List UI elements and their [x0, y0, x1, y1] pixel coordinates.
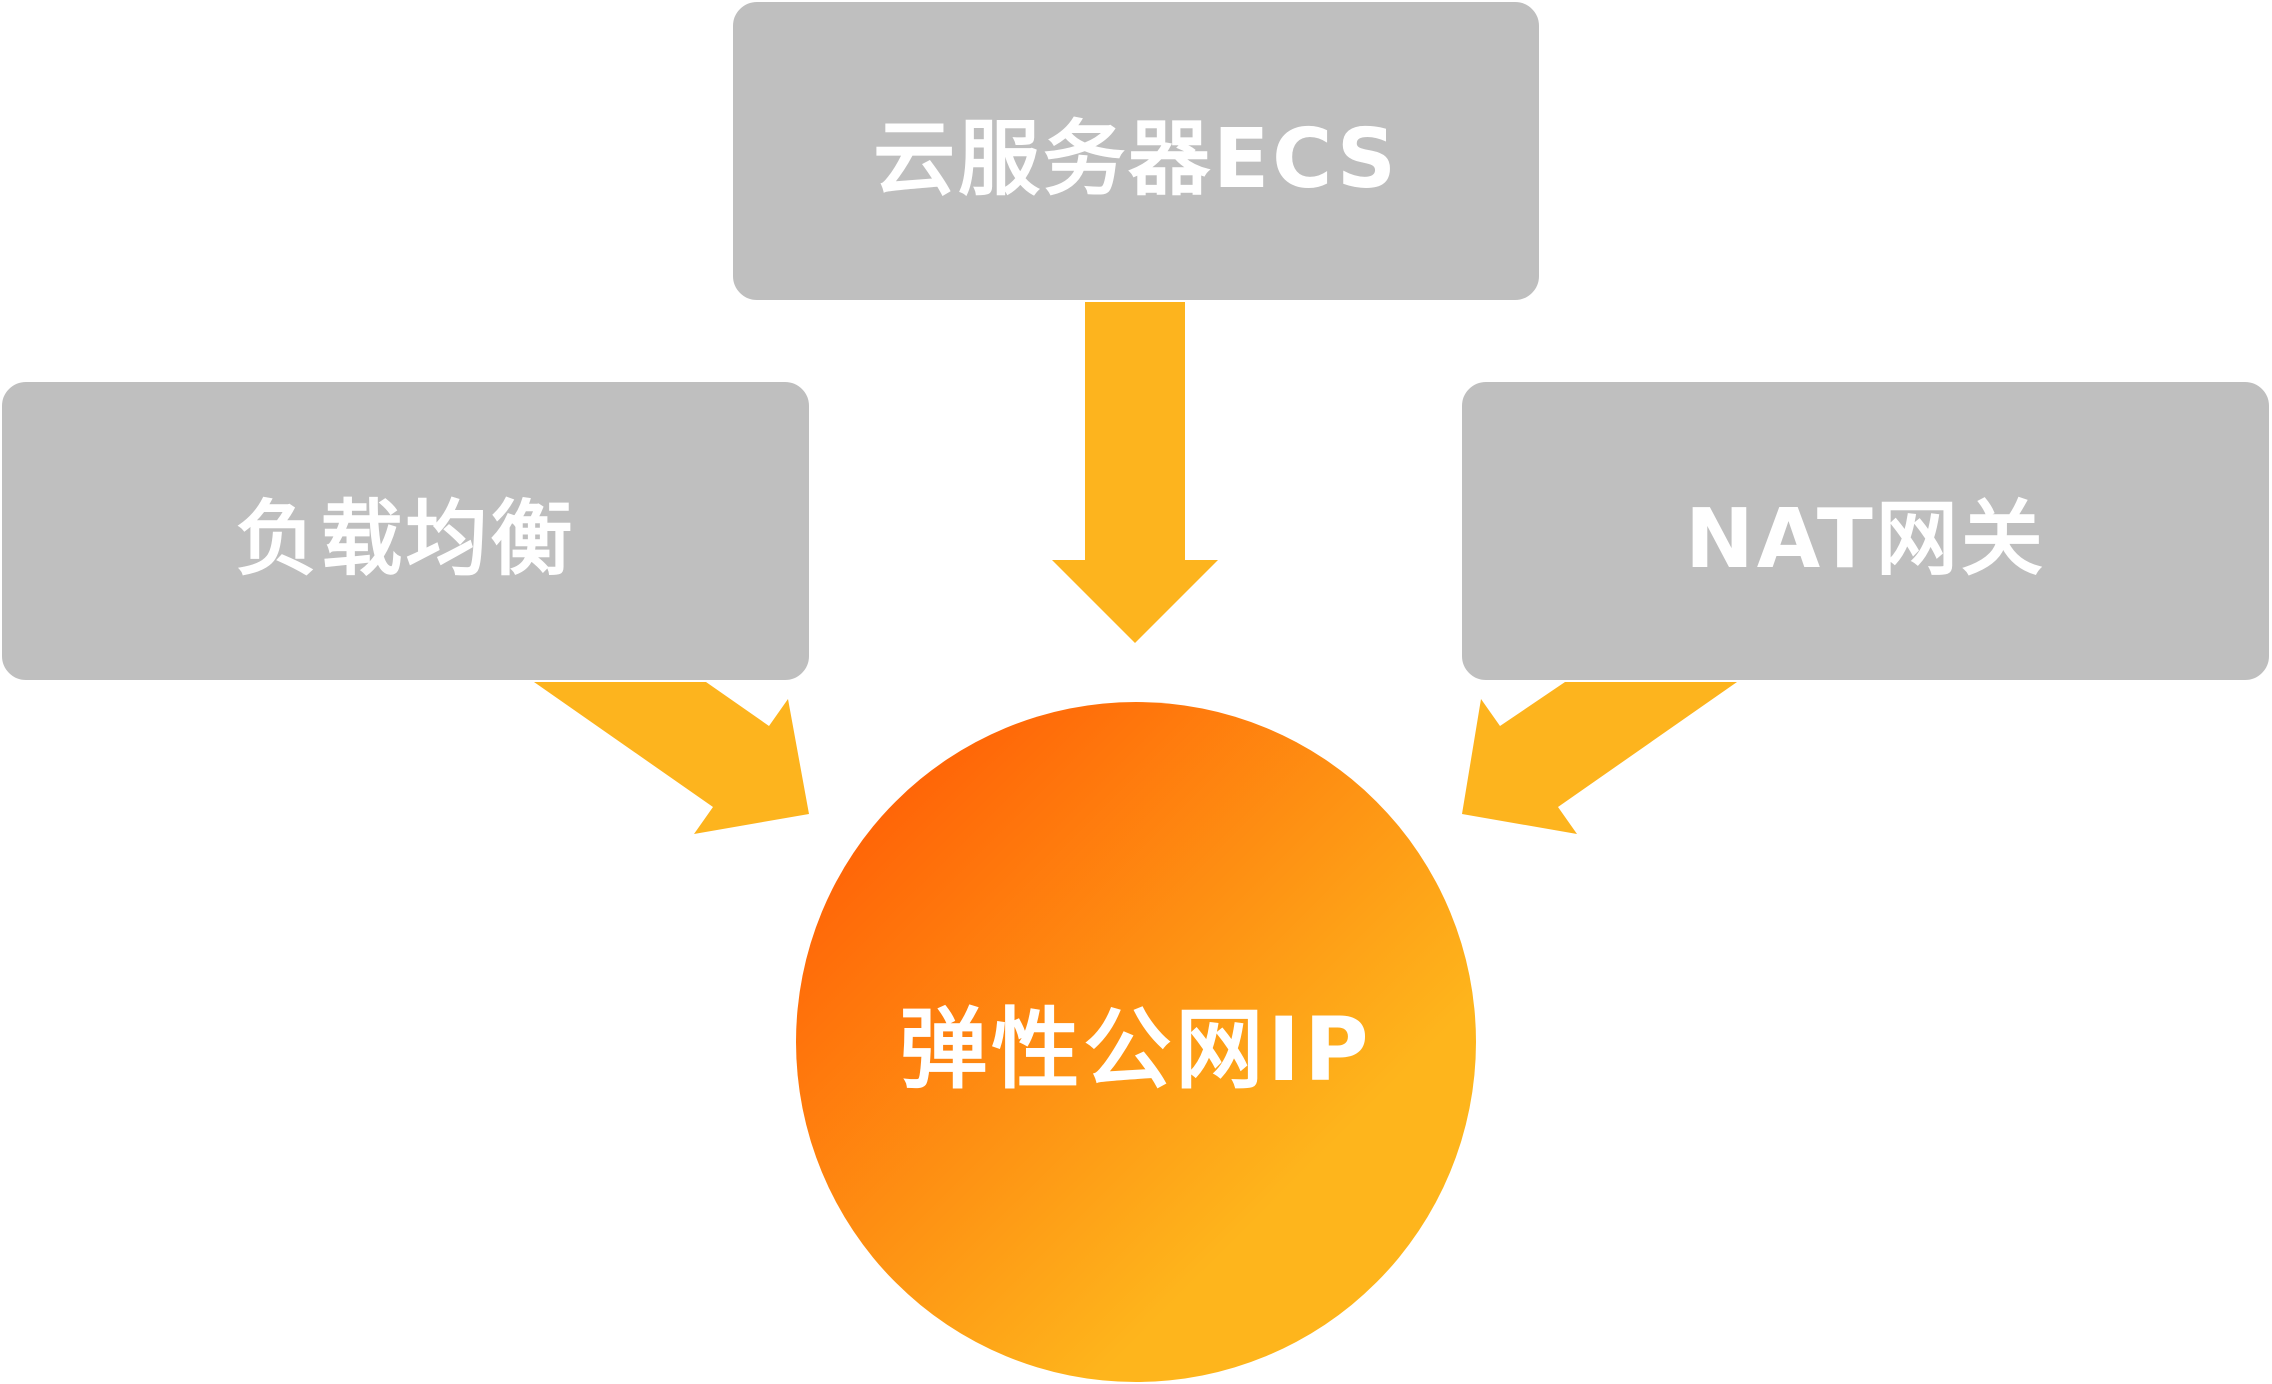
arrow-from-load-balancer	[534, 682, 809, 834]
load-balancer-label: 负载均衡	[235, 491, 576, 587]
nat-gateway-node: NAT网关	[1460, 380, 2271, 682]
elastic-ip-node: 弹性公网IP	[796, 702, 1476, 1382]
load-balancer-node: 负载均衡	[0, 380, 811, 682]
arrow-down-from-ecs	[1052, 302, 1218, 643]
elastic-ip-label: 弹性公网IP	[899, 997, 1373, 1101]
ecs-label: 云服务器ECS	[873, 111, 1399, 207]
arrow-from-nat-gateway	[1462, 682, 1737, 834]
nat-gateway-label: NAT网关	[1685, 491, 2046, 587]
ecs-node: 云服务器ECS	[731, 0, 1541, 302]
